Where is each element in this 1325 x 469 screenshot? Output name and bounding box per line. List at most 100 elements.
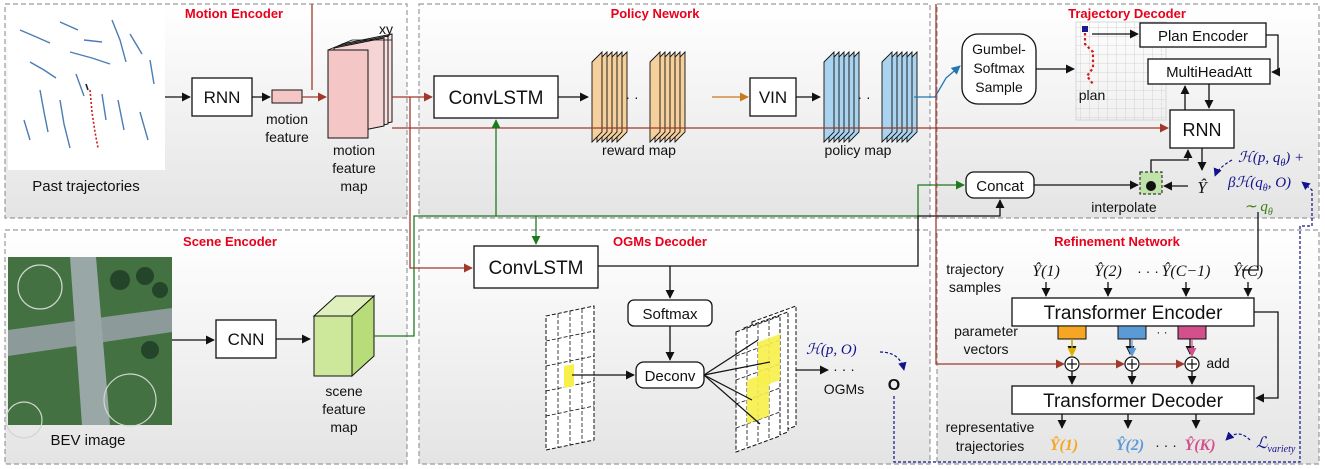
gumbel-label-1: Gumbel-	[972, 41, 1026, 57]
arrow-loss-to-rnn	[1213, 159, 1233, 177]
panel-title-trajectory-decoder: Trajectory Decoder	[1068, 6, 1186, 21]
policy-map-slab	[823, 50, 835, 144]
param-vector-blue	[1117, 325, 1147, 340]
sample-c-minus-1: Ŷ(C−1)	[1161, 261, 1210, 280]
policy-map-label: policy map	[825, 142, 892, 158]
loss-line-3: ∼ qθ	[1244, 199, 1273, 218]
panel-title-policy-network: Policy Nework	[611, 6, 701, 21]
sample-2: Ŷ(2)	[1094, 261, 1122, 280]
representative-label-2: trajectories	[956, 438, 1024, 454]
representative-label-1: representative	[946, 419, 1035, 435]
param-vector-orange	[1057, 325, 1087, 340]
interpolate-node	[1139, 171, 1163, 195]
convlstm-ogm-label: ConvLSTM	[488, 258, 583, 279]
cnn-label: CNN	[228, 330, 265, 349]
motion-feature-label-2: feature	[265, 129, 309, 145]
motion-feature-map: xy	[327, 21, 393, 139]
gumbel-label-3: Sample	[975, 79, 1023, 95]
arrow-o-to-loss	[893, 181, 1313, 463]
ogms-dots: · · ·	[833, 361, 855, 377]
scene-feature-map-label-2: feature	[322, 401, 366, 417]
panel-title-ogms-decoder: OGMs Decoder	[613, 234, 707, 249]
bev-image-label: BEV image	[50, 432, 125, 449]
trajectory-samples-label-2: samples	[949, 279, 1001, 295]
loss-line-2: βℋ(qθ, O)	[1227, 175, 1291, 194]
loss-line-1: ℋ(p, qθ) +	[1238, 150, 1304, 169]
arrow-policy-to-gumbel	[914, 65, 961, 98]
reward-map-stack	[591, 50, 686, 144]
deconv-label: Deconv	[645, 368, 696, 385]
vin-box: VIN	[749, 77, 797, 117]
gumbel-softmax-box: Gumbel- Softmax Sample	[961, 33, 1037, 105]
rnn-motion-label: RNN	[204, 88, 241, 107]
policy-map-slab	[881, 50, 893, 144]
vin-label: VIN	[759, 88, 787, 107]
add-node-2	[1124, 356, 1140, 372]
interpolate-label: interpolate	[1091, 199, 1157, 215]
arrow-entropy-to-o	[879, 351, 907, 371]
panel-title-refinement-network: Refinement Network	[1054, 234, 1180, 249]
past-trajectories-image	[8, 8, 165, 170]
motion-feature-label-1: motion	[266, 111, 308, 127]
transformer-encoder-label: Transformer Encoder	[1044, 303, 1223, 324]
transformer-decoder-label: Transformer Decoder	[1043, 391, 1224, 412]
gumbel-label-2: Softmax	[973, 60, 1024, 76]
plan-encoder-box: Plan Encoder	[1139, 22, 1267, 48]
arrows-decoder-to-outputs	[1057, 414, 1201, 429]
concat-label: Concat	[976, 178, 1024, 195]
arrow-scene-to-concat	[374, 180, 965, 337]
arrow-planencoder-to-mha	[1266, 34, 1281, 77]
xy-label: xy	[379, 21, 393, 37]
bev-image	[5, 257, 172, 439]
transformer-encoder-box: Transformer Encoder	[1011, 297, 1255, 327]
deconv-fanout	[703, 339, 771, 425]
line-samples-feed	[1242, 212, 1259, 271]
param-vector-pink	[1177, 325, 1207, 340]
arrows-samples-to-encoder	[1041, 282, 1253, 297]
deconv-box: Deconv	[635, 361, 705, 389]
convlstm-ogm-box: ConvLSTM	[473, 245, 599, 289]
convlstm-policy-box: ConvLSTM	[433, 75, 559, 119]
softmax-label: Softmax	[642, 306, 698, 323]
loss-cross-entropy: ℋ(p, qθ) + βℋ(qθ, O) ∼ qθ	[1227, 150, 1304, 218]
plan-label: plan	[1079, 87, 1105, 103]
scene-feature-map-label-1: scene	[325, 383, 363, 399]
softmax-box: Softmax	[627, 299, 713, 327]
sample-dots: · · ·	[1137, 263, 1159, 279]
arrow-encoder-to-decoder	[1254, 311, 1279, 403]
motion-feature-map-label-2: feature	[332, 160, 376, 176]
rnn-decoder-label: RNN	[1183, 120, 1222, 140]
rnn-decoder-box: RNN	[1169, 109, 1235, 149]
motion-feature-vector	[271, 89, 303, 104]
multiheadatt-label: MultiHeadAtt	[1166, 64, 1253, 81]
reward-map-label: reward map	[602, 142, 676, 158]
arrow-convlstm-ogm-to-concat	[598, 199, 1005, 267]
sample-c: Ŷ(C)	[1233, 261, 1263, 280]
past-trajectories-label: Past trajectories	[32, 178, 140, 195]
y-hat-label: Ŷ	[1197, 178, 1208, 197]
motion-feature-map-label-3: map	[340, 178, 367, 194]
panel-title-motion-encoder: Motion Encoder	[185, 6, 283, 21]
cnn-box: CNN	[215, 319, 277, 359]
multiheadatt-box: MultiHeadAtt	[1147, 58, 1271, 85]
arrow-lvariety	[1225, 431, 1251, 441]
add-node-3	[1184, 356, 1200, 372]
arrow-motion-to-convlstm-ogm	[409, 97, 473, 273]
scene-feature-map-label-3: map	[330, 419, 357, 435]
reward-map-slab	[591, 50, 603, 144]
rnn-motion-box: RNN	[191, 77, 253, 117]
output-2: Ŷ(2)	[1116, 435, 1144, 454]
output-1: Ŷ(1)	[1050, 435, 1078, 454]
add-node-1	[1064, 356, 1080, 372]
transformer-decoder-box: Transformer Decoder	[1011, 385, 1255, 415]
sample-1: Ŷ(1)	[1032, 261, 1060, 280]
l-variety-label: ℒvariety	[1256, 435, 1296, 455]
reward-dots: · ·	[625, 89, 638, 105]
o-label: O	[888, 377, 900, 394]
parameter-vectors-label-1: parameter	[954, 323, 1018, 339]
param-dots: · ·	[1156, 325, 1167, 339]
motion-feature-map-label-1: motion	[333, 142, 375, 158]
arrows-add-to-decoder	[1067, 371, 1197, 385]
scene-feature-map	[312, 294, 376, 378]
